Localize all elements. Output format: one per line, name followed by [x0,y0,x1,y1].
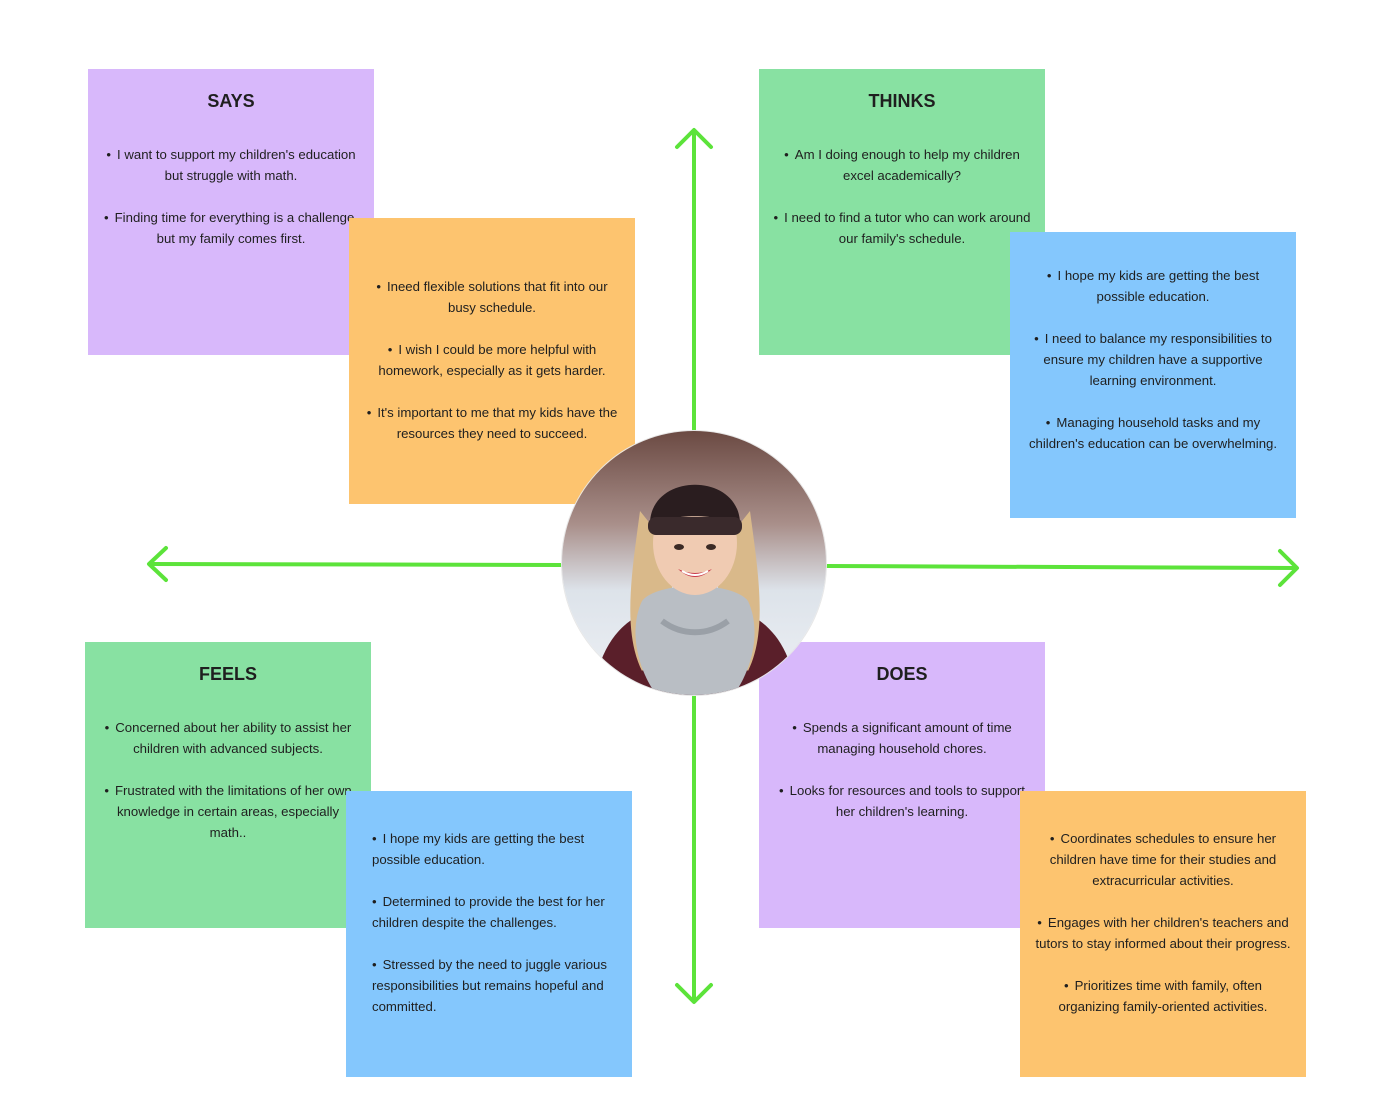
feels-sticky-note[interactable]: I hope my kids are getting the best poss… [346,791,632,1077]
list-item: Ineed flexible solutions that fit into o… [363,276,621,318]
list-item: I need to balance my responsibilities to… [1024,328,1282,391]
list-item: I hope my kids are getting the best poss… [372,828,618,870]
list-item: Spends a significant amount of time mana… [773,717,1031,759]
arrowhead-left [147,546,168,582]
thinks-note-list: I hope my kids are getting the best poss… [1024,265,1282,454]
feels-list: Concerned about her ability to assist he… [99,717,357,843]
does-sticky-note[interactable]: Coordinates schedules to ensure her chil… [1020,791,1306,1077]
does-note-list: Coordinates schedules to ensure her chil… [1034,828,1292,1017]
list-item: Determined to provide the best for her c… [372,891,618,933]
thinks-sticky-note[interactable]: I hope my kids are getting the best poss… [1010,232,1296,518]
arrowhead-right [1278,549,1299,587]
list-item: Managing household tasks and my children… [1024,412,1282,454]
list-item: Coordinates schedules to ensure her chil… [1034,828,1292,891]
feels-note-list: I hope my kids are getting the best poss… [372,828,618,1017]
list-item: It's important to me that my kids have t… [363,402,621,444]
does-list: Spends a significant amount of time mana… [773,717,1031,822]
thinks-card[interactable]: THINKS Am I doing enough to help my chil… [759,69,1045,355]
arrowhead-down [675,983,713,1004]
says-list: I want to support my children's educatio… [102,144,360,249]
feels-card[interactable]: FEELS Concerned about her ability to ass… [85,642,371,928]
list-item: Engages with her children's teachers and… [1034,912,1292,954]
person-photo-icon [562,431,826,695]
list-item: Stressed by the need to juggle various r… [372,954,618,1017]
arrowhead-up [675,128,713,149]
list-item: I hope my kids are getting the best poss… [1024,265,1282,307]
list-item: Finding time for everything is a challen… [102,207,360,249]
says-title: SAYS [207,91,255,111]
thinks-title: THINKS [868,91,936,111]
list-item: I want to support my children's educatio… [102,144,360,186]
axis-left [150,562,563,567]
list-item: I wish I could be more helpful with home… [363,339,621,381]
says-note-list: Ineed flexible solutions that fit into o… [363,276,621,444]
list-item: Prioritizes time with family, often orga… [1034,975,1292,1017]
list-item: Frustrated with the limitations of her o… [99,780,357,843]
axis-right [825,564,1296,570]
list-item: Looks for resources and tools to support… [773,780,1031,822]
says-card[interactable]: SAYS I want to support my children's edu… [88,69,374,355]
list-item: Concerned about her ability to assist he… [99,717,357,759]
does-title: DOES [876,664,928,684]
says-sticky-note[interactable]: Ineed flexible solutions that fit into o… [349,218,635,504]
thinks-list: Am I doing enough to help my children ex… [773,144,1031,249]
does-card[interactable]: DOES Spends a significant amount of time… [759,642,1045,928]
feels-title: FEELS [198,664,257,684]
list-item: Am I doing enough to help my children ex… [773,144,1031,186]
list-item: I need to find a tutor who can work arou… [773,207,1031,249]
persona-avatar [561,430,827,696]
